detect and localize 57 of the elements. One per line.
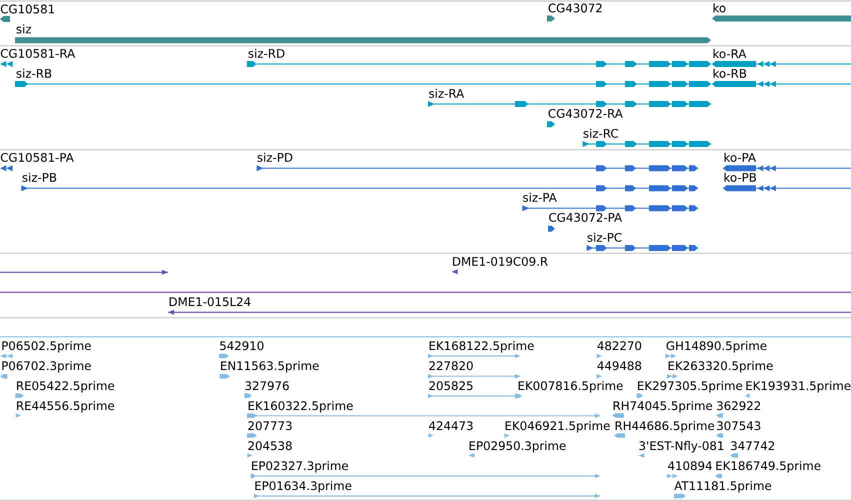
feature-label: RE05422.5prime bbox=[17, 381, 114, 392]
feature-label: siz bbox=[16, 24, 32, 34]
feature-label: siz-PB bbox=[22, 172, 56, 182]
feature-label: RH44686.5prime bbox=[616, 421, 714, 432]
feature-label: ko-RB bbox=[714, 68, 746, 78]
feature-label: 307543 bbox=[717, 421, 760, 430]
feature-label: CG10581-PA bbox=[0, 152, 74, 162]
feature-label: EK160322.5prime bbox=[248, 401, 353, 412]
feature-label: 347742 bbox=[731, 441, 774, 450]
feature-label: ko-PA bbox=[724, 152, 756, 162]
feature-label: EK186749.5prime bbox=[716, 461, 820, 472]
feature-label: P06502.5prime bbox=[2, 341, 91, 352]
feature-label: siz-PC bbox=[588, 232, 622, 242]
feature-label: 207773 bbox=[248, 421, 292, 430]
feature-label: P06702.3prime bbox=[2, 361, 91, 372]
feature-label: EK007816.5prime bbox=[518, 381, 623, 392]
feature-label: ko bbox=[714, 3, 726, 12]
feature-label: siz-PD bbox=[258, 152, 292, 162]
feature-label: RH74045.5prime bbox=[614, 401, 712, 412]
feature-label: EK193931.5prime bbox=[746, 381, 850, 392]
feature-label: siz-RD bbox=[248, 48, 284, 58]
feature-label: RE44556.5prime bbox=[17, 401, 114, 412]
feature-label: AT11181.5prime bbox=[674, 481, 772, 492]
feature-label: CG43072-RA bbox=[548, 108, 623, 118]
feature-label: 362922 bbox=[717, 401, 760, 410]
feature-label: ko-RA bbox=[714, 49, 746, 58]
feature-label: siz-PA bbox=[523, 192, 557, 202]
feature-label: EK263320.5prime bbox=[668, 361, 773, 372]
feature-label: CG10581-RA bbox=[0, 48, 76, 58]
feature-label: 410894 bbox=[668, 461, 712, 470]
feature-label: 227820 bbox=[429, 361, 473, 370]
feature-label: 449488 bbox=[597, 361, 642, 370]
feature-label: DME1-019C09.R bbox=[453, 256, 548, 266]
feature-label: 3'EST-Nfly-081 bbox=[639, 441, 724, 452]
feature-label: siz-RA bbox=[429, 88, 464, 98]
feature-label: siz-RC bbox=[584, 128, 618, 138]
feature-label: 204538 bbox=[248, 441, 292, 450]
feature-label: 542910 bbox=[220, 341, 264, 350]
feature-label: EK168122.5prime bbox=[430, 341, 534, 352]
feature-label: EP02327.3prime bbox=[252, 461, 348, 472]
feature-label: EN11563.5prime bbox=[221, 361, 319, 372]
feature-label: siz-RB bbox=[16, 68, 52, 78]
feature-label: DME1-015L24 bbox=[170, 297, 250, 306]
feature-label: CG10581 bbox=[0, 4, 54, 14]
feature-label: EP02950.3prime bbox=[470, 441, 566, 452]
feature-label: 482270 bbox=[597, 341, 642, 350]
feature-label: EK297305.5prime bbox=[638, 381, 742, 392]
feature-label: GH14890.5prime bbox=[666, 341, 766, 352]
feature-label: 424473 bbox=[429, 421, 473, 430]
clone-glyph bbox=[0, 270, 168, 275]
feature-label: 327976 bbox=[245, 381, 289, 390]
feature-label: EK046921.5prime bbox=[506, 421, 610, 432]
feature-label: ko-PB bbox=[724, 172, 756, 182]
feature-label: CG43072-PA bbox=[549, 212, 622, 222]
feature-label: 205825 bbox=[429, 381, 472, 390]
feature-label: EP01634.3prime bbox=[255, 481, 352, 492]
feature-label: CG43072 bbox=[548, 4, 602, 12]
